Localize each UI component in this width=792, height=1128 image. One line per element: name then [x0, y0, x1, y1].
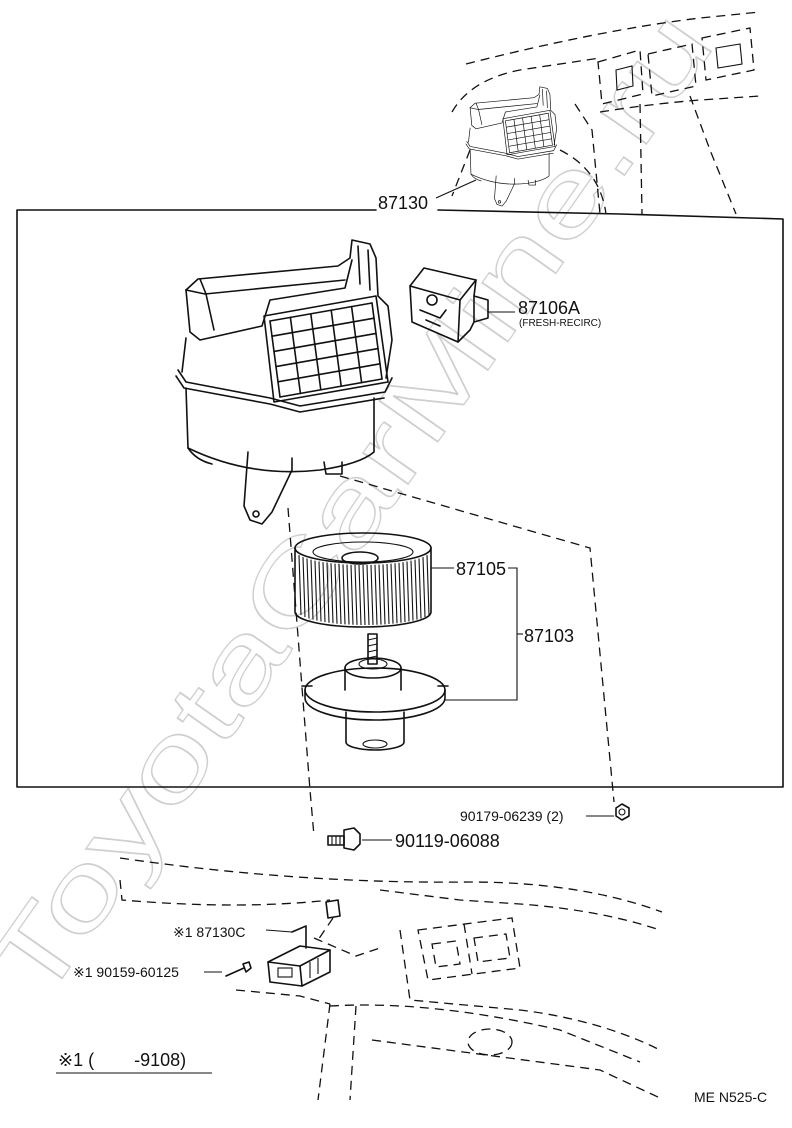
fan-fin — [322, 562, 326, 623]
blower-resistor — [265, 925, 331, 987]
grid-line — [309, 312, 322, 391]
fan-fins — [298, 555, 430, 626]
fan-fin — [410, 560, 414, 621]
fan-fin — [318, 561, 322, 622]
footnote: ※1 ( -9108) — [58, 1050, 186, 1070]
blower-motor — [301, 633, 449, 751]
nut — [586, 803, 630, 821]
label-87103: 87103 — [524, 626, 574, 646]
watermark: ToyotaCarMine.ru — [0, 0, 736, 1024]
fan-fin — [346, 564, 350, 625]
fan-fin — [402, 562, 406, 623]
servo-motor — [409, 267, 515, 343]
label-87130: 87130 — [378, 193, 428, 213]
fan-fin — [406, 561, 410, 622]
fan-fin — [298, 555, 302, 616]
fan-fin — [362, 564, 366, 626]
fan-motor-leaders — [431, 567, 523, 701]
fan-fin — [306, 558, 310, 619]
fan-fin — [382, 564, 386, 625]
fan-fin — [390, 563, 394, 624]
fan-fin — [422, 557, 426, 618]
fan-fin — [354, 564, 358, 625]
fan-fin — [386, 564, 390, 625]
fan-fin — [370, 564, 374, 625]
grid-line — [269, 302, 373, 322]
grid-line — [273, 332, 377, 353]
label-87105: 87105 — [456, 559, 506, 579]
label-nut: 90179-06239 (2) — [460, 808, 564, 824]
fan-fin — [338, 564, 342, 625]
grid-line — [350, 305, 363, 384]
label-87106A: 87106A — [518, 298, 580, 318]
grid-line — [269, 320, 281, 398]
fan-fin — [414, 559, 418, 620]
blower-case — [175, 239, 393, 525]
fan-fin — [366, 564, 370, 625]
fan-fin — [314, 560, 318, 621]
fan-fin — [334, 563, 338, 624]
fan-fin — [358, 564, 362, 625]
grid-line — [275, 347, 379, 368]
fan-fin — [330, 563, 334, 624]
fan-fin — [418, 558, 422, 619]
fan-fin — [350, 564, 354, 625]
dashboard-top-view — [451, 11, 761, 215]
fan-fin — [326, 562, 330, 623]
inlet-grid — [269, 302, 383, 398]
fan-fin — [310, 559, 314, 620]
label-bolt: 90119-06088 — [395, 831, 500, 851]
blower-fan — [294, 532, 432, 628]
label-screw: ※1 90159-60125 — [73, 964, 179, 980]
fan-fin — [394, 563, 398, 624]
grid-line — [371, 302, 383, 380]
dashboard-bottom-view — [119, 857, 663, 1101]
bolt — [327, 827, 392, 851]
grid-line — [279, 378, 383, 398]
screw — [204, 961, 252, 977]
fan-fin — [378, 564, 382, 625]
fan-fin — [302, 557, 306, 618]
label-fresh-recirc: (FRESH-RECIRC) — [519, 318, 601, 329]
grid-line — [289, 316, 302, 395]
fan-fin — [398, 562, 402, 623]
fan-fin — [342, 564, 346, 625]
label-resistor: ※1 87130C — [173, 924, 245, 940]
diagram-code: ME N525-C — [694, 1089, 767, 1105]
fan-fin — [374, 564, 378, 625]
grid-line — [271, 317, 375, 338]
fan-fin — [426, 555, 430, 616]
grid-line — [330, 309, 343, 388]
assembly-frame — [16, 179, 784, 788]
grid-line — [277, 362, 381, 383]
